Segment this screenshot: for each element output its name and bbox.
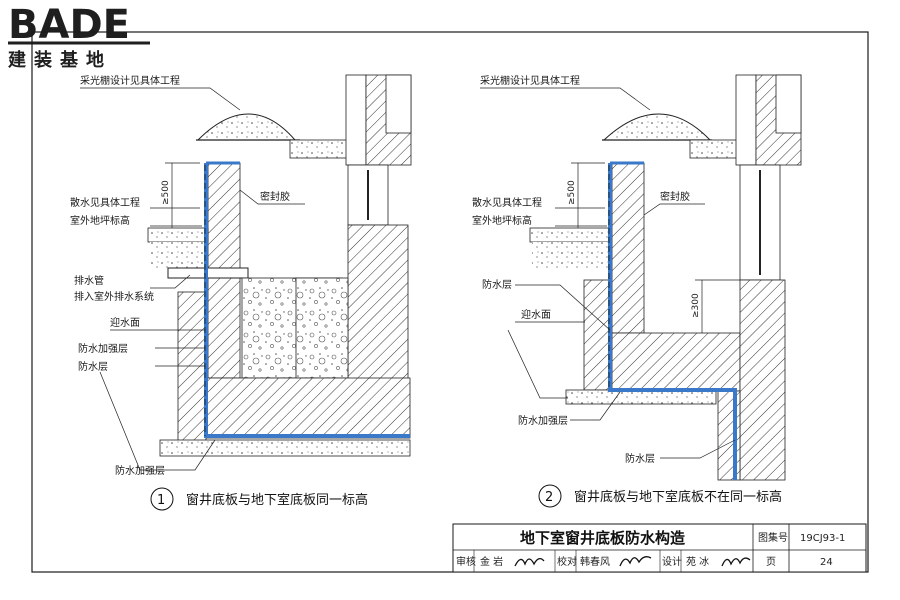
caption-no-2: 2 <box>545 490 553 505</box>
well-wall-2 <box>611 162 645 334</box>
sheet-frame <box>31 31 869 573</box>
basement-fill <box>295 277 349 379</box>
atlas-number: 19CJ93-1 <box>800 533 845 544</box>
label-apron-1: 散水见具体工程 <box>70 196 140 209</box>
blinding-2 <box>565 389 717 405</box>
upper-slab <box>289 139 351 159</box>
label-drain-1b: 排入室外排水系统 <box>74 290 154 303</box>
caption-no-1: 1 <box>157 493 165 508</box>
detail-2: ≥500 ≥300 采光棚设计见具体工程 密封胶 散水见具体工程 室外地坪标高 … <box>472 74 802 508</box>
protection-wall <box>177 291 207 443</box>
dim-500-1: ≥500 <box>161 180 171 205</box>
label-skylight-1: 采光棚设计见具体工程 <box>80 74 180 87</box>
upper-wall-inner <box>345 74 367 166</box>
caption-circle-2 <box>538 484 562 508</box>
dim-300-2: ≥300 <box>691 293 701 318</box>
label-waterface-1: 迎水面 <box>110 317 140 329</box>
apron-2 <box>529 227 611 243</box>
design-label: 设计 <box>662 555 682 568</box>
check-label: 校对 <box>557 555 577 568</box>
review-label: 审核 <box>456 555 476 568</box>
leader-membrane-bottom-2 <box>660 439 736 459</box>
page-number: 24 <box>820 557 833 568</box>
title-block: 地下室窗井底板防水构造 图集号 19CJ93-1 审核 金 岩 校对 韩春风 设… <box>452 523 867 573</box>
upper-window <box>385 74 412 134</box>
label-drain-1a: 排水管 <box>74 274 104 287</box>
caption-1: 窗井底板与地下室底板同一标高 <box>186 492 368 508</box>
leader-membrane-2 <box>515 284 611 331</box>
skylight-dome-2 <box>602 113 712 141</box>
label-apron-2: 散水见具体工程 <box>472 196 542 209</box>
base-slab <box>179 377 411 439</box>
leader-skylight-2 <box>480 87 651 111</box>
design-name: 苑 冰 <box>686 555 709 568</box>
blinding <box>159 439 411 457</box>
leader-skylight-1 <box>80 87 241 111</box>
label-reinforce-bottom-1: 防水加强层 <box>115 464 165 477</box>
leader-sealant-1 <box>239 189 305 205</box>
dim-500-2: ≥500 <box>567 180 577 205</box>
skylight-dome <box>196 113 297 141</box>
label-sealant-1: 密封胶 <box>260 190 290 203</box>
caption-circle-1 <box>150 487 174 511</box>
logo-subtitle: 建装基地 <box>8 49 112 71</box>
membrane-2 <box>608 163 737 480</box>
label-reinforce-1: 防水加强层 <box>78 342 128 355</box>
label-waterface-2: 迎水面 <box>521 309 551 321</box>
upper-slab-2 <box>689 139 741 159</box>
check-signature <box>619 556 652 567</box>
leader-reinforce-bottom-1 <box>99 371 216 471</box>
label-membrane-2: 防水层 <box>482 278 512 291</box>
soil-top-2 <box>532 242 610 270</box>
review-name: 金 岩 <box>480 555 503 568</box>
leader-drain-1 <box>150 274 191 289</box>
apron <box>147 227 209 243</box>
atlas-label: 图集号 <box>758 531 788 544</box>
page-label: 页 <box>766 556 776 568</box>
label-grade-2: 室外地坪标高 <box>472 214 532 227</box>
design-signature <box>721 557 751 567</box>
review-signature <box>514 557 545 567</box>
caption-2: 窗井底板与地下室底板不在同一标高 <box>574 489 782 505</box>
leader-sealant-2 <box>643 203 705 216</box>
leader-reinforce-2 <box>570 391 621 421</box>
upper-window-2 <box>775 74 802 134</box>
title-block-frame <box>452 523 867 573</box>
label-membrane-1: 防水层 <box>78 360 108 373</box>
label-sealant-2: 密封胶 <box>660 190 690 203</box>
basement-wall-2 <box>739 279 786 481</box>
sheet-title: 地下室窗井底板防水构造 <box>520 529 685 547</box>
check-name: 韩春风 <box>580 555 610 568</box>
soil-top <box>150 242 208 270</box>
label-reinforce-2: 防水加强层 <box>518 414 568 427</box>
upper-wall-inner-2 <box>735 74 757 166</box>
label-skylight-2: 采光棚设计见具体工程 <box>480 74 580 87</box>
protection-wall-2 <box>583 279 611 391</box>
basement-wall <box>347 224 409 386</box>
label-membrane-bottom-2: 防水层 <box>625 452 655 465</box>
membrane-1 <box>204 163 410 438</box>
detail-1: ≥500 采光棚设计见具体工程 密封胶 散水见具体工程 室外地坪标高 排水管 排… <box>70 74 412 511</box>
brand-logo: BADE 建装基地 <box>8 2 150 71</box>
well-floor-2 <box>611 332 741 392</box>
logo-brand: BADE <box>8 2 130 48</box>
label-grade-1: 室外地坪标高 <box>70 214 130 227</box>
leader-waterface-2b <box>507 329 568 399</box>
